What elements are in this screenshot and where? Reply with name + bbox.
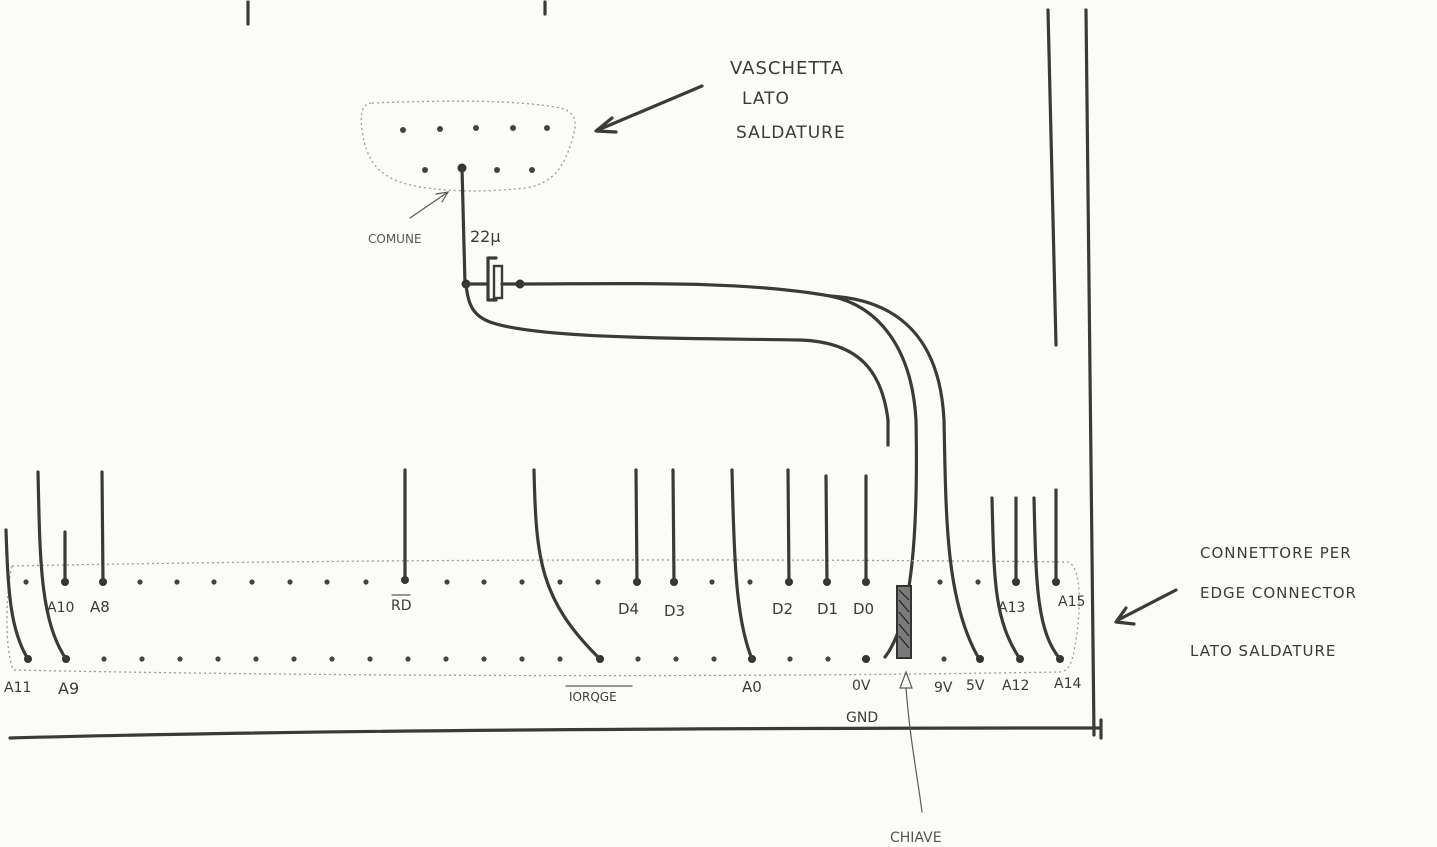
edge-top-row-wires [63, 468, 1058, 584]
common-to-gnd-wire [464, 282, 890, 447]
capacitor-body [492, 264, 504, 300]
pin-label-9v: 9V [934, 680, 953, 696]
pin-label-a11: A11 [4, 680, 31, 696]
edge-bottom-row-pads [24, 655, 1064, 663]
pin-label-a14: A14 [1054, 676, 1081, 692]
dsub-title-line-3: SALDATURE [736, 123, 846, 143]
cap-to-0v-wire [518, 281, 919, 659]
dsub-title-line-2: LATO [742, 89, 790, 109]
gnd-label: GND [846, 710, 878, 726]
edge-top-row-pads [23, 576, 1060, 586]
pin-label-a12: A12 [1002, 678, 1029, 694]
pin-label-iorqge: IORQGE [569, 690, 617, 704]
dsub-title-line-1: VASCHETTA [730, 58, 844, 79]
pin-label-0v: 0V [852, 678, 871, 694]
edge-arrow-head [1114, 606, 1136, 626]
dsub-arrow-line [596, 84, 704, 132]
pin-label-a8: A8 [90, 598, 110, 616]
edge-arrow-line [1116, 588, 1178, 622]
edge-connector-outline [6, 559, 1080, 677]
pin-label-5v: 5V [966, 678, 985, 694]
dsub-arrow-head [594, 116, 618, 134]
right-inner-vertical-line [1046, 8, 1058, 347]
pin-label-a13: A13 [998, 600, 1025, 616]
common-wire [460, 166, 467, 286]
pin-label-d2: D2 [772, 600, 793, 618]
key-pointer-line [905, 687, 923, 813]
pin-label-a9: A9 [58, 679, 79, 698]
pin-label-d3: D3 [664, 602, 685, 620]
dsub-pins [400, 125, 550, 173]
pin-label-d4: D4 [618, 600, 639, 618]
pin-label-a10: A10 [47, 600, 74, 616]
key-label: CHIAVE [890, 830, 942, 846]
capacitor-value: 22µ [470, 227, 501, 246]
right-outer-vertical-line [1084, 8, 1096, 737]
pin-label-rd: RD [391, 598, 412, 614]
common-arrow-line [409, 191, 449, 219]
dsub-connector-outline [360, 100, 576, 192]
edge-title-line-3: LATO SALDATURE [1190, 642, 1336, 660]
capacitor-plate-left [486, 256, 498, 302]
pin-label-d1: D1 [817, 600, 838, 618]
edge-title-line-2: EDGE CONNECTOR [1200, 584, 1357, 602]
supply-wire [828, 294, 980, 659]
common-label: COMUNE [368, 232, 422, 246]
key-slot [896, 585, 912, 659]
pin-label-a15: A15 [1058, 594, 1085, 610]
pin-label-d0: D0 [853, 600, 874, 618]
pin-label-a0: A0 [742, 678, 762, 696]
board-bottom-edge [8, 726, 1102, 740]
common-arrow-head [435, 191, 450, 203]
edge-bottom-row-wires [4, 468, 1062, 661]
edge-title-line-1: CONNETTORE PER [1200, 544, 1352, 562]
